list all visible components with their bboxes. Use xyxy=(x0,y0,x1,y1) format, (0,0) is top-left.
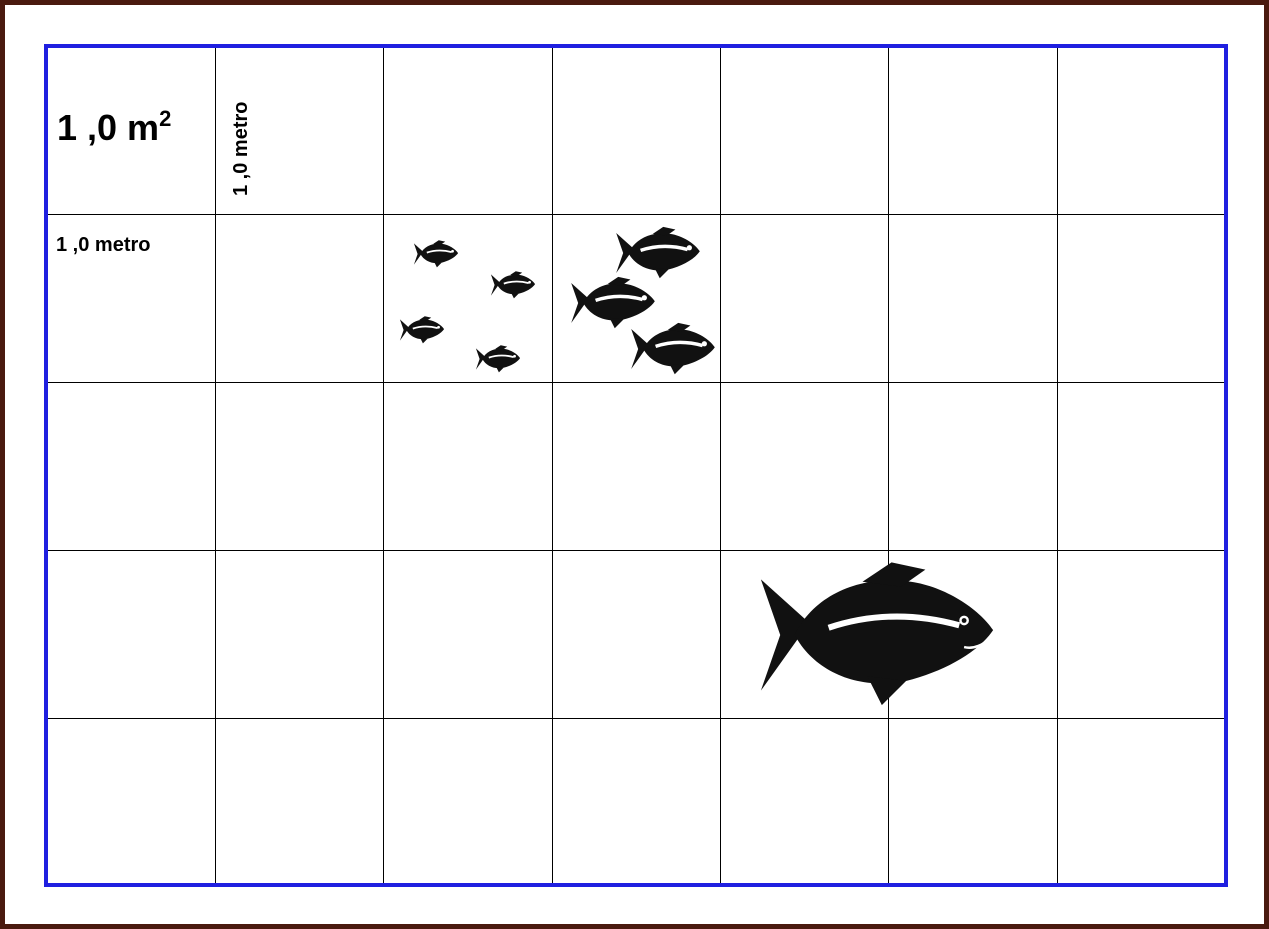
small-fish-icon xyxy=(475,344,521,374)
grid-column-line xyxy=(383,48,384,883)
grid-column-line xyxy=(552,48,553,883)
small-fish-icon xyxy=(413,239,459,269)
small-fish-icon xyxy=(490,270,536,300)
grid-column-line xyxy=(720,48,721,883)
grid-row-line xyxy=(48,550,1224,551)
area-label: 1 ,0 m2 xyxy=(57,106,171,149)
medium-fish-icon xyxy=(626,322,720,376)
side-length-label: 1 ,0 metro xyxy=(56,234,150,257)
grid-row-line xyxy=(48,214,1224,215)
side-length-vertical-label: 1 ,0 metro xyxy=(230,102,253,196)
grid-column-line xyxy=(215,48,216,883)
grid-row-line xyxy=(48,382,1224,383)
small-fish-icon xyxy=(399,315,445,345)
grid-column-line xyxy=(1057,48,1058,883)
grid-column-line xyxy=(888,48,889,883)
medium-fish-icon xyxy=(611,226,705,280)
square-meter-grid: 1 ,0 m2 1 ,0 metro 1 ,0 metro xyxy=(44,44,1228,887)
large-fish-icon xyxy=(750,560,1004,710)
grid-row-line xyxy=(48,718,1224,719)
